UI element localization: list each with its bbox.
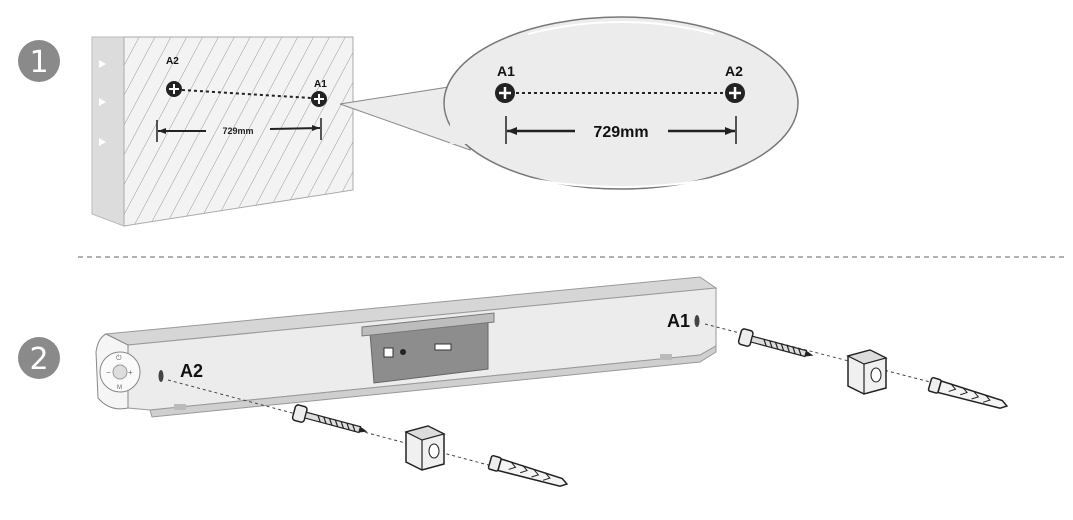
spacer-a2-icon xyxy=(404,425,446,471)
keyhole-a1-icon xyxy=(694,315,700,327)
wall-block xyxy=(91,36,354,227)
zoom-callout: A1 A2 729mm xyxy=(443,16,799,190)
callout-hole-left-label: A1 xyxy=(497,63,515,79)
wall-dimension: 729mm xyxy=(156,118,322,142)
svg-text:⏻: ⏻ xyxy=(116,354,122,362)
callout-dimension: 729mm xyxy=(505,116,737,144)
spacer-a1-icon xyxy=(846,349,888,395)
step-2-badge: 2 xyxy=(18,337,60,379)
step-1-number: 1 xyxy=(29,45,48,80)
wall-holes: A2 A1 xyxy=(166,56,327,107)
step-1-badge: 1 xyxy=(18,40,60,82)
wall-plug-a1-icon xyxy=(927,376,1009,410)
wall-hole-left-label: A2 xyxy=(166,56,179,67)
wall-hole-left-icon xyxy=(166,81,182,97)
svg-text:−: − xyxy=(106,368,111,377)
soundbar: ⏻ + − M A2 A1 xyxy=(95,276,718,418)
svg-text:M: M xyxy=(117,385,122,391)
callout-hole-left-icon xyxy=(495,83,515,103)
callout-distance-label: 729mm xyxy=(593,124,648,141)
connector-panel xyxy=(361,312,495,384)
svg-text:+: + xyxy=(128,368,133,377)
wall-distance-label: 729mm xyxy=(222,126,253,136)
step-2-number: 2 xyxy=(29,342,48,377)
wall-hole-right-label: A1 xyxy=(314,79,327,90)
wall-plug-a2-icon xyxy=(487,454,569,488)
keyhole-a2-icon xyxy=(158,370,164,382)
soundbar-hole-left-label: A2 xyxy=(180,361,203,381)
callout-hole-right-icon xyxy=(725,83,745,103)
control-dial-icon: ⏻ + − M xyxy=(99,351,141,393)
screw-a2-icon xyxy=(291,404,368,434)
wall-hole-right-icon xyxy=(311,91,327,107)
soundbar-hole-right-label: A1 xyxy=(667,311,690,331)
callout-hole-right-label: A2 xyxy=(725,63,743,79)
screw-a1-icon xyxy=(737,328,814,358)
